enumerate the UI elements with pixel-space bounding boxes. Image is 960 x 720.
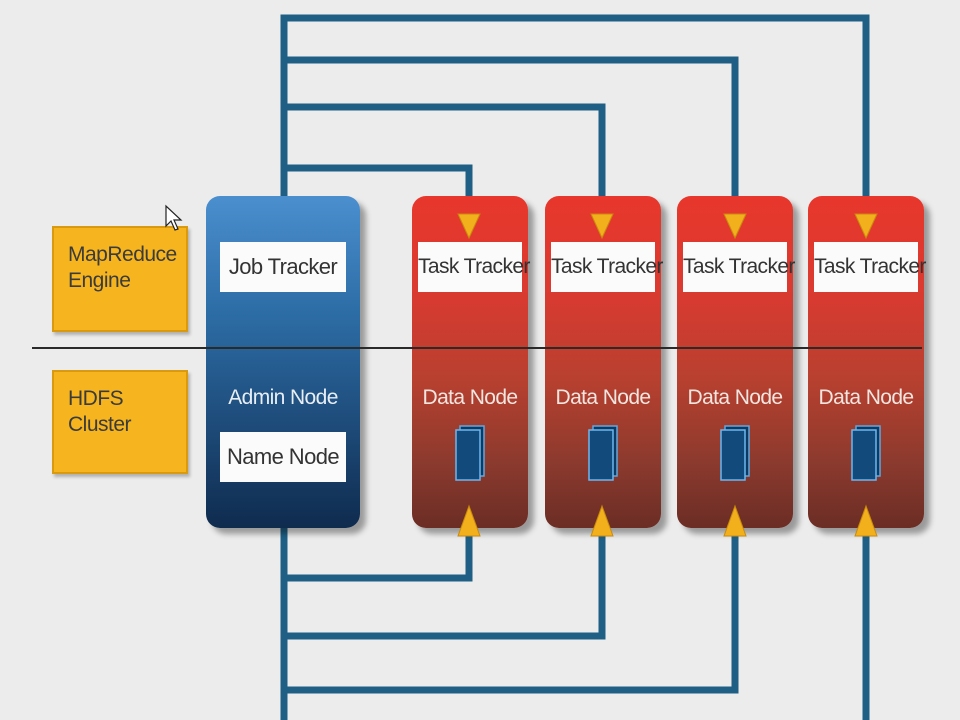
connector-job-to-task-2 [284, 103, 606, 205]
connector-name-to-data-3 [284, 530, 739, 694]
arrow-down-icon [457, 213, 481, 240]
job-tracker-label: Job Tracker [228, 254, 338, 279]
admin-node-title: Admin Node [228, 386, 338, 409]
worker-node-3: Task Tracker Data Node [677, 196, 795, 528]
hdfs-cluster-label: HDFS Cluster [52, 370, 188, 474]
task-tracker-box: Task Tracker [418, 242, 530, 292]
data-node-label: Data Node [422, 386, 519, 409]
connector-name-to-data-2 [284, 530, 606, 640]
arrow-up-icon [457, 504, 481, 537]
data-node-label: Data Node [687, 386, 784, 409]
connector-job-to-task-1 [284, 164, 473, 205]
admin-node: Job Tracker Admin Node Name Node [206, 196, 360, 528]
task-tracker-label: Task Tracker [683, 255, 795, 278]
mapreduce-label-line1: MapReduce [68, 243, 177, 266]
worker-node-4: Task Tracker Data Node [808, 196, 926, 528]
mapreduce-engine-label: MapReduce Engine [52, 226, 188, 332]
mouse-cursor-icon [165, 204, 183, 231]
hdfs-label-line1: HDFS [68, 387, 124, 410]
task-tracker-box: Task Tracker [683, 242, 795, 292]
name-node-label: Name Node [227, 444, 340, 469]
data-node-label: Data Node [818, 386, 915, 409]
task-tracker-label: Task Tracker [814, 255, 926, 278]
arrow-down-icon [854, 213, 878, 240]
mapreduce-label-line2: Engine [68, 269, 131, 292]
connector-job-to-task-4 [280, 14, 870, 240]
arrow-down-icon [590, 213, 614, 240]
data-block-icon [588, 425, 618, 481]
task-tracker-box: Task Tracker [551, 242, 663, 292]
connector-job-to-task-3 [284, 56, 739, 205]
hdfs-label-line2: Cluster [68, 413, 132, 436]
connector-name-to-data-1 [284, 530, 473, 582]
job-tracker-box: Job Tracker [220, 242, 346, 292]
task-tracker-label: Task Tracker [418, 255, 530, 278]
task-tracker-label: Task Tracker [551, 255, 663, 278]
data-block-icon [455, 425, 485, 481]
arrow-up-icon [854, 504, 878, 537]
name-node-box: Name Node [220, 432, 346, 482]
data-block-icon [720, 425, 750, 481]
task-tracker-box: Task Tracker [814, 242, 926, 292]
arrow-up-icon [590, 504, 614, 537]
arrow-up-icon [723, 504, 747, 537]
data-node-label: Data Node [555, 386, 652, 409]
data-block-icon [851, 425, 881, 481]
arrow-down-icon [723, 213, 747, 240]
